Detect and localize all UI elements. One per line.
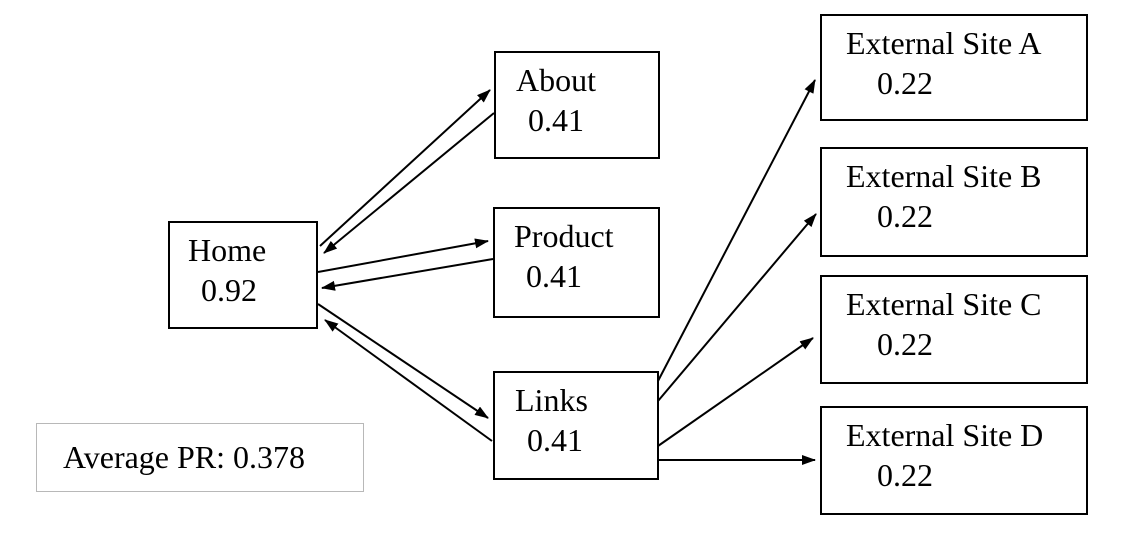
average-pagerank-box: Average PR: 0.378 <box>36 423 364 492</box>
node-product: Product 0.41 <box>493 207 660 318</box>
arrow-about-to-home <box>323 112 495 254</box>
node-external-site-b: External Site B 0.22 <box>820 147 1088 257</box>
node-label: About <box>516 62 596 98</box>
node-pagerank-value: 0.22 <box>877 198 933 234</box>
node-pagerank-value: 0.41 <box>526 258 582 294</box>
node-pagerank-value: 0.41 <box>528 102 584 138</box>
node-pagerank-value: 0.22 <box>877 326 933 362</box>
node-pagerank-value: 0.92 <box>201 272 257 308</box>
arrow-home-to-links <box>317 303 489 419</box>
node-label: External Site D <box>846 417 1044 453</box>
node-external-site-d: External Site D 0.22 <box>820 406 1088 515</box>
node-home: Home 0.92 <box>168 221 318 329</box>
node-label: External Site C <box>846 286 1042 322</box>
average-pagerank-text: Average PR: 0.378 <box>63 439 306 475</box>
arrow-product-to-home <box>321 258 494 291</box>
node-label: Links <box>515 382 588 418</box>
node-label: External Site B <box>846 158 1042 194</box>
node-pagerank-value: 0.41 <box>527 422 583 458</box>
arrow-home-to-about <box>319 89 491 247</box>
node-label: Home <box>188 232 267 268</box>
node-about: About 0.41 <box>494 51 660 159</box>
node-external-site-a: External Site A 0.22 <box>820 14 1088 121</box>
arrow-links-to-ext-a <box>657 79 816 382</box>
node-external-site-c: External Site C 0.22 <box>820 275 1088 384</box>
node-label: External Site A <box>846 25 1042 61</box>
arrow-home-to-product <box>317 238 489 273</box>
node-label: Product <box>514 218 614 254</box>
arrow-links-to-ext-b <box>657 213 817 402</box>
node-pagerank-value: 0.22 <box>877 65 933 101</box>
node-links: Links 0.41 <box>493 371 659 480</box>
arrow-links-to-home <box>324 319 493 442</box>
node-pagerank-value: 0.22 <box>877 457 933 493</box>
arrow-links-to-ext-c <box>657 337 814 447</box>
